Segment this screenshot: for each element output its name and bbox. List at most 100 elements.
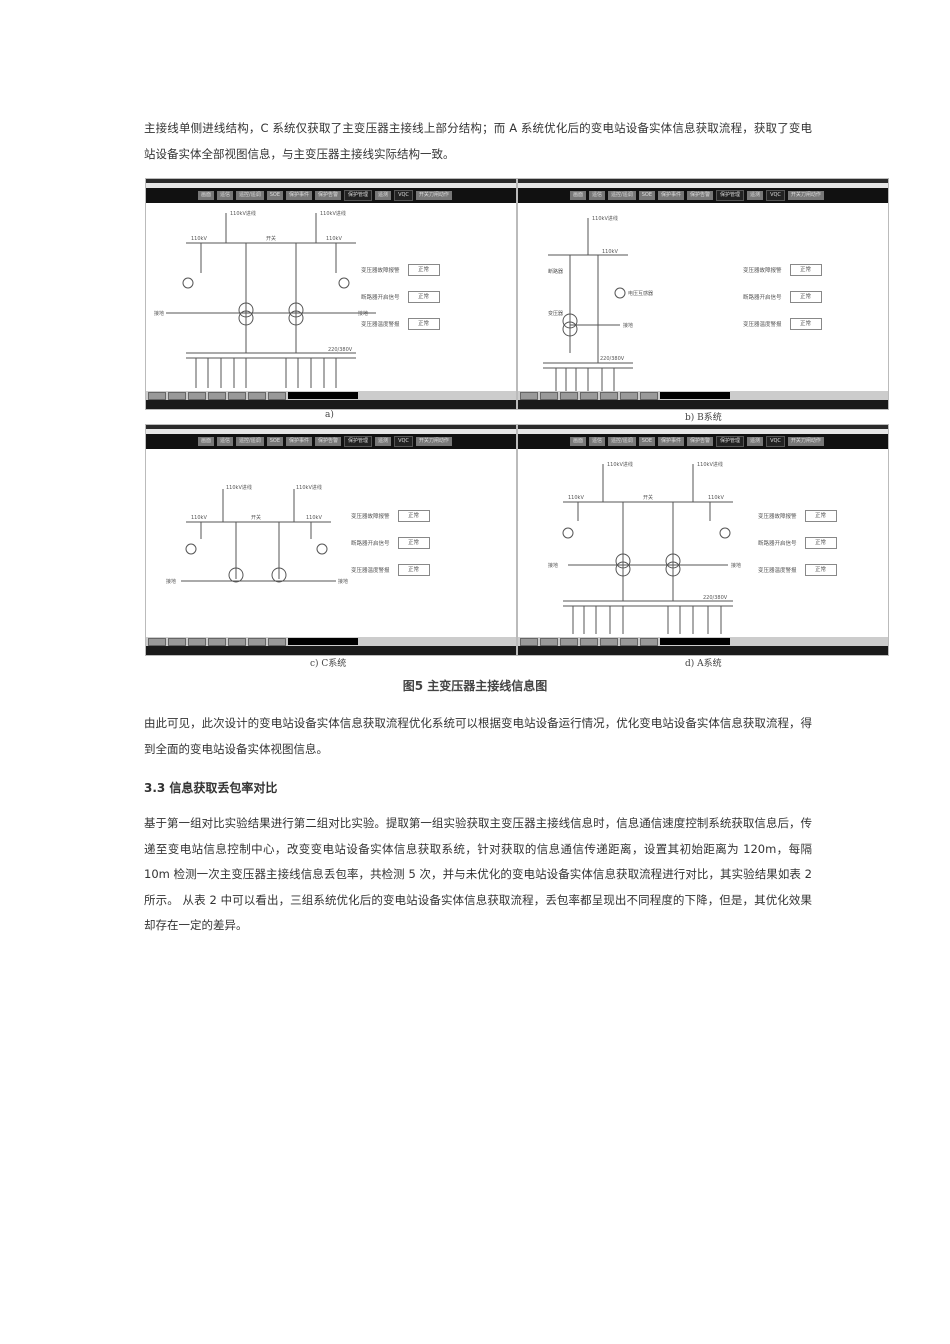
caption-d: d) A系统 (685, 659, 722, 669)
toolbar-item: 遥控/遥调 (236, 437, 264, 446)
toolbar-item: 保护管理 (716, 436, 745, 447)
single-line-diagram: 110kV进线 110kV进线 110kV 110kV 开关 220/380V … (548, 461, 741, 634)
single-line-diagram: 110kV进线 110kV 220/380V 接地 电压互感器 变压器 断路器 (543, 215, 653, 391)
svg-text:220/380V: 220/380V (703, 595, 728, 601)
svg-text:开关: 开关 (643, 494, 653, 501)
svg-text:110kV进线: 110kV进线 (226, 484, 252, 491)
svg-text:110kV: 110kV (568, 495, 584, 501)
app-statusbar (146, 637, 516, 646)
os-taskbar (518, 646, 888, 655)
status-row: 变压器温度警报正常 (361, 318, 440, 330)
toolbar-item: 开关刀闸动作 (787, 437, 824, 446)
toolbar-item: SOE (266, 437, 283, 446)
toolbar-item: 保护告警 (315, 437, 342, 446)
toolbar-item: 遥信 (217, 437, 234, 446)
toolbar-item: VQC (766, 190, 785, 201)
scada-toolbar: 画面 遥信 遥控/遥调 SOE 保护事件 保护告警 保护管理 遥测 VQC 开关… (518, 188, 888, 203)
toolbar-item: 开关刀闸动作 (415, 191, 452, 200)
svg-text:接地: 接地 (154, 310, 164, 317)
svg-text:接地: 接地 (731, 562, 741, 569)
single-line-diagram: 110kV进线 110kV进线 110kV 110kV 开关 220/380V … (154, 210, 376, 388)
toolbar-item: 保护事件 (286, 191, 313, 200)
window-menubar (518, 183, 888, 188)
toolbar-item: 保护事件 (658, 191, 685, 200)
toolbar-item: SOE (638, 191, 655, 200)
toolbar-item: 遥测 (375, 191, 392, 200)
toolbar-item: VQC (394, 436, 413, 447)
app-statusbar (518, 391, 888, 400)
toolbar-item: 保护管理 (344, 436, 373, 447)
caption-a: a) (325, 410, 334, 420)
figure-title: 图5 主变压器主接线信息图 (402, 679, 548, 693)
svg-text:变压器: 变压器 (548, 310, 563, 317)
svg-text:110kV进线: 110kV进线 (592, 215, 618, 222)
toolbar-item: 画面 (570, 437, 587, 446)
toolbar-item: 保护告警 (687, 191, 714, 200)
paragraph-experiment: 基于第一组对比实验结果进行第二组对比实验。提取第一组实验获取主变压器主接线信息时… (144, 816, 812, 932)
svg-text:110kV: 110kV (306, 515, 322, 521)
status-row: 变压器故障报警正常 (743, 264, 822, 276)
toolbar-item: 画面 (198, 437, 215, 446)
figure-5: 画面 遥信 遥控/遥调 SOE 保护事件 保护告警 保护管理 遥测 VQC 开关… (145, 178, 890, 669)
scada-toolbar: 画面 遥信 遥控/遥调 SOE 保护事件 保护告警 保护管理 遥测 VQC 开关… (518, 434, 888, 449)
status-box: 正常 (397, 510, 430, 522)
toolbar-item: 遥测 (747, 191, 764, 200)
toolbar-item: 遥控/遥调 (236, 191, 264, 200)
status-row: 变压器温度警报正常 (351, 564, 430, 576)
toolbar-item: VQC (766, 436, 785, 447)
toolbar-item: SOE (266, 191, 283, 200)
svg-text:110kV进线: 110kV进线 (320, 210, 346, 217)
toolbar-item: 保护事件 (286, 437, 313, 446)
status-row: 变压器故障报警正常 (361, 264, 440, 276)
os-taskbar (146, 646, 516, 655)
svg-text:110kV进线: 110kV进线 (296, 484, 322, 491)
status-box: 正常 (804, 537, 837, 549)
toolbar-item: 保护管理 (716, 190, 745, 201)
status-row: 断路器开启信号正常 (743, 291, 822, 303)
os-taskbar (518, 400, 888, 409)
toolbar-item: 保护告警 (687, 437, 714, 446)
svg-text:110kV: 110kV (602, 249, 618, 255)
panel-b: 画面 遥信 遥控/遥调 SOE 保护事件 保护告警 保护管理 遥测 VQC 开关… (517, 178, 889, 410)
svg-text:开关: 开关 (266, 235, 276, 242)
toolbar-item: 开关刀闸动作 (415, 437, 452, 446)
toolbar-item: 保护事件 (658, 437, 685, 446)
svg-text:110kV进线: 110kV进线 (697, 461, 723, 468)
toolbar-item: 保护告警 (315, 191, 342, 200)
status-box: 正常 (407, 318, 440, 330)
status-row: 变压器故障报警正常 (351, 510, 430, 522)
scada-toolbar: 画面 遥信 遥控/遥调 SOE 保护事件 保护告警 保护管理 遥测 VQC 开关… (146, 188, 516, 203)
svg-text:断路器: 断路器 (548, 268, 563, 275)
toolbar-item: 开关刀闸动作 (787, 191, 824, 200)
svg-text:110kV进线: 110kV进线 (230, 210, 256, 217)
window-menubar (518, 429, 888, 434)
status-row: 断路器开启信号正常 (758, 537, 837, 549)
status-row: 变压器温度警报正常 (758, 564, 837, 576)
svg-text:接地: 接地 (166, 578, 176, 585)
section-heading: 3.3 信息获取丢包率对比 (144, 781, 278, 795)
status-row: 变压器故障报警正常 (758, 510, 837, 522)
window-titlebar (146, 425, 516, 429)
svg-text:接地: 接地 (548, 562, 558, 569)
svg-text:110kV: 110kV (326, 236, 342, 242)
svg-text:接地: 接地 (623, 322, 633, 329)
status-row: 断路器开启信号正常 (351, 537, 430, 549)
caption-b: b) B系统 (685, 413, 722, 423)
svg-text:220/380V: 220/380V (328, 347, 353, 353)
toolbar-item: 遥信 (589, 437, 606, 446)
svg-text:电压互感器: 电压互感器 (628, 290, 653, 297)
svg-text:接地: 接地 (358, 310, 368, 317)
panel-d: 画面 遥信 遥控/遥调 SOE 保护事件 保护告警 保护管理 遥测 VQC 开关… (517, 424, 889, 656)
toolbar-item: 遥信 (589, 191, 606, 200)
toolbar-item: 遥控/遥调 (608, 191, 636, 200)
svg-text:110kV: 110kV (191, 515, 207, 521)
status-box: 正常 (789, 264, 822, 276)
svg-text:220/380V: 220/380V (600, 356, 625, 362)
status-box: 正常 (407, 291, 440, 303)
panel-a: 画面 遥信 遥控/遥调 SOE 保护事件 保护告警 保护管理 遥测 VQC 开关… (145, 178, 517, 410)
svg-text:接地: 接地 (338, 578, 348, 585)
app-statusbar (518, 637, 888, 646)
toolbar-item: 画面 (198, 191, 215, 200)
svg-text:110kV: 110kV (708, 495, 724, 501)
svg-text:开关: 开关 (251, 514, 261, 521)
